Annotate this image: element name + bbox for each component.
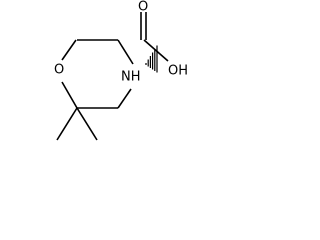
bond-ring-lower-left bbox=[61, 81, 78, 109]
bond-ring-upper-left bbox=[61, 39, 77, 61]
atom-label-ring-nitrogen: NH bbox=[121, 70, 141, 85]
bond-methyl-right bbox=[76, 107, 98, 141]
bond-ring-lower-right bbox=[117, 88, 132, 109]
bond-ring-upper-right bbox=[117, 39, 134, 65]
atom-label-ring-oxygen: O bbox=[54, 63, 64, 78]
atom-label-hydroxyl: OH bbox=[168, 64, 188, 79]
bond-carboxyl-hydroxyl bbox=[143, 39, 169, 62]
atom-label-carbonyl-oxygen: O bbox=[138, 0, 148, 15]
bond-stereo-hashed-wedge bbox=[145, 45, 158, 73]
bond-methyl-left bbox=[56, 107, 78, 141]
molecule-structure-diagram: O NH OH O bbox=[54, 0, 188, 141]
